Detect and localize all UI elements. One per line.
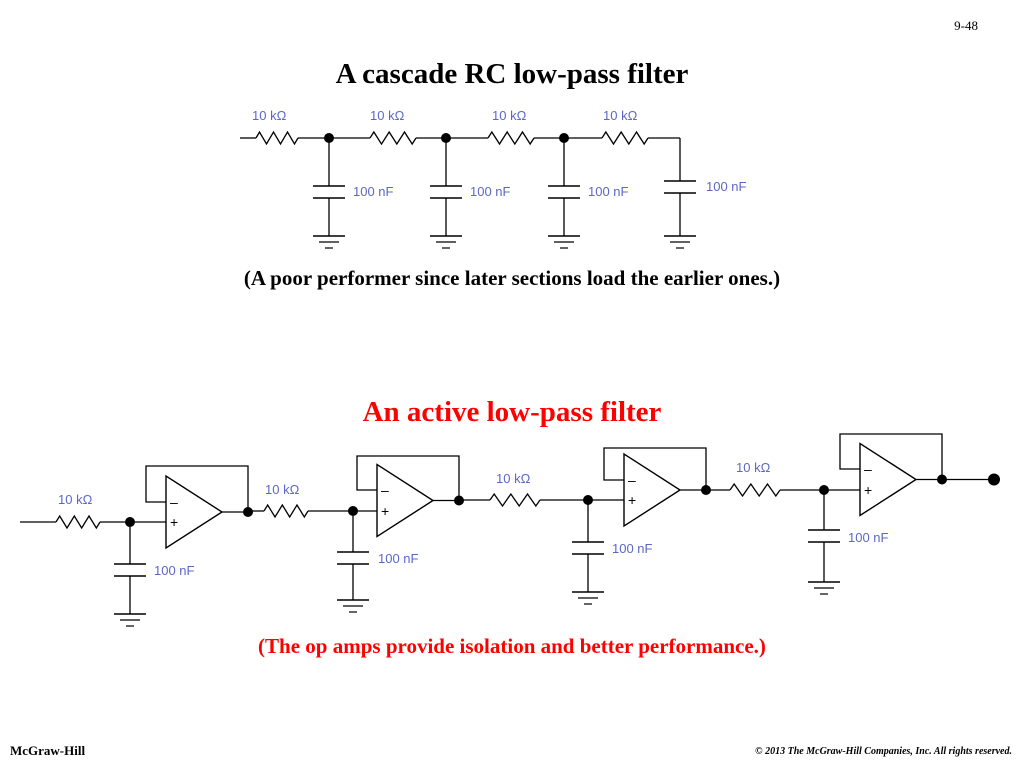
resistor xyxy=(255,130,299,146)
active-filter-caption: (The op amps provide isolation and bette… xyxy=(258,634,766,658)
resistor-label: 10 kΩ xyxy=(252,108,287,123)
op-amp-plus-label: + xyxy=(170,514,178,530)
capacitor-label: 100 nF xyxy=(706,179,747,194)
resistor-label: 10 kΩ xyxy=(265,482,300,497)
wire xyxy=(603,447,707,490)
capacitor-label: 100 nF xyxy=(154,563,195,578)
wire xyxy=(839,433,943,480)
resistor xyxy=(601,130,649,146)
cascade-filter-title: A cascade RC low-pass filter xyxy=(335,58,689,90)
resistor xyxy=(729,482,781,498)
wire xyxy=(356,455,460,501)
op-amp-plus-label: + xyxy=(381,503,389,519)
op-amp-minus-label: – xyxy=(628,472,636,488)
cascade-rc-circuit: 10 kΩ 100 nF 10 kΩ 100 nF 10 kΩ 100 nF 10 kΩ 10… xyxy=(240,108,747,249)
active-filter-circuit: 10 kΩ 100 nF – +10 kΩ 100 nF – +10 kΩ 100 nF – +1… xyxy=(20,433,1000,627)
op-amp xyxy=(165,474,224,550)
capacitor-label: 100 nF xyxy=(470,184,511,199)
op-amp xyxy=(376,463,435,538)
cascade-filter-caption: (A poor performer since later sections l… xyxy=(243,266,781,290)
op-amp xyxy=(859,442,918,517)
capacitor-label: 100 nF xyxy=(612,541,653,556)
capacitor-label: 100 nF xyxy=(848,530,889,545)
resistor-label: 10 kΩ xyxy=(58,492,93,507)
op-amp-minus-label: – xyxy=(381,482,389,498)
copyright-notice: © 2013 The McGraw-Hill Companies, Inc. A… xyxy=(755,746,1012,757)
junction-dot xyxy=(988,473,1000,486)
capacitor-label: 100 nF xyxy=(588,184,629,199)
op-amp-minus-label: – xyxy=(170,494,178,510)
resistor-label: 10 kΩ xyxy=(370,108,405,123)
resistor-label: 10 kΩ xyxy=(492,108,527,123)
resistor-label: 10 kΩ xyxy=(603,108,638,123)
capacitor-label: 100 nF xyxy=(353,184,394,199)
capacitor-label: 100 nF xyxy=(378,551,419,566)
resistor xyxy=(55,514,101,530)
op-amp xyxy=(623,452,682,528)
wire xyxy=(145,465,249,512)
publisher-label: McGraw-Hill xyxy=(10,743,86,758)
active-filter-title: An active low-pass filter xyxy=(362,396,662,428)
op-amp-plus-label: + xyxy=(628,492,636,508)
resistor-label: 10 kΩ xyxy=(496,471,531,486)
op-amp-minus-label: – xyxy=(864,461,872,477)
resistor xyxy=(489,492,541,508)
slide-number: 9-48 xyxy=(954,18,978,33)
resistor xyxy=(369,130,417,146)
resistor xyxy=(263,503,309,519)
resistor xyxy=(487,130,535,146)
op-amp-plus-label: + xyxy=(864,482,872,498)
resistor-label: 10 kΩ xyxy=(736,460,771,475)
